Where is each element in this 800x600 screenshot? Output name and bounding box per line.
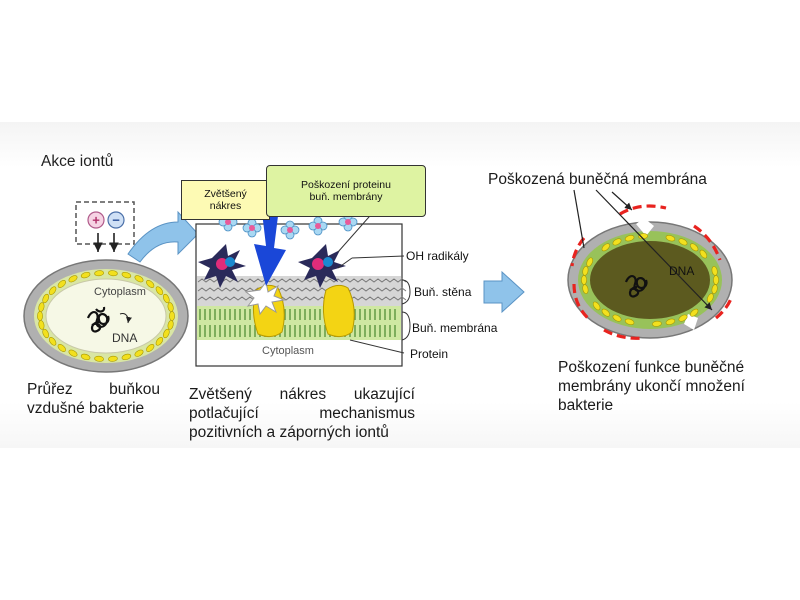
block-arrow-to-result [483,270,525,314]
granule [94,355,104,362]
left-caption-line1: Průřez buňkou [27,381,160,398]
granule [121,271,132,279]
svg-text:−: − [112,213,120,228]
granule [713,275,719,285]
granule [652,320,662,327]
granule [699,249,708,259]
middle-caption-line2: potlačující mechanismus [189,405,415,422]
damaged-dna-icon [624,275,648,298]
dna-pointer [119,313,132,324]
granule [601,243,610,252]
damage-burst-icon [244,280,286,316]
granule [678,314,688,322]
granule [68,275,78,283]
granule [167,320,174,330]
granule [134,349,144,357]
granule [57,280,66,288]
granule [37,311,43,321]
cell-membrane-band [197,306,401,340]
ion-down-arrows [93,233,119,252]
granule [592,301,601,311]
plus-ion-icon: + [87,211,105,229]
ion-cluster-icon [308,216,328,236]
granule [167,302,174,312]
granule [162,293,170,304]
granule [624,235,635,242]
granule [134,275,144,283]
granule [665,235,676,242]
middle-caption-line1: Zvětšený nákres ukazující [189,386,415,403]
granule [678,238,688,246]
granule [624,318,635,325]
cell-wall-label: Buň. stěna [414,285,472,299]
middle-cytoplasm-label: Cytoplasm [262,345,314,357]
granule [711,266,718,276]
granule [169,311,175,321]
granule [57,344,66,352]
enlarged-box-line2: nákres [209,200,242,212]
granule [690,243,699,252]
granule [601,308,610,317]
oh-radical-burst-right [298,244,346,288]
granule [612,314,622,322]
granule [586,257,594,267]
left-caption-line2: vzdušné bakterie [27,400,145,417]
granule [48,336,57,346]
left-cytoplasm-label: Cytoplasm [94,286,146,298]
protein-box-line1: Poškození proteinu [301,179,391,191]
granule [48,286,57,296]
granule [581,275,587,285]
right-dna-label: DNA [669,264,695,278]
damage-pointer-lines [573,189,713,311]
granule [146,280,155,288]
granule [68,349,78,357]
granule [155,336,164,346]
granule [582,266,589,276]
damaged-membrane-title: Poškozená buněčná membrána [488,171,707,188]
dna-icon [86,306,110,333]
oh-radicals-label: OH radikály [406,249,469,263]
granule [38,302,45,312]
granule [108,355,118,362]
damaged-membrane-granules [581,233,719,327]
granule [80,353,91,361]
right-caption-line3: bakterie [558,397,614,414]
granule [94,270,104,277]
cell-membrane-label: Buň. membrána [412,321,498,335]
granule [42,328,50,339]
granule [42,293,50,304]
ion-cluster-icon [242,218,262,238]
middle-caption-line3: pozitivních a záporných iontů [189,424,389,441]
minus-ion-icon: − [107,211,125,229]
granule [162,328,170,339]
granule [612,238,622,246]
granule [711,284,718,294]
right-caption-line1: Poškození funkce buněčné [558,359,745,376]
ion-cluster-icon [280,220,300,240]
granule [690,308,699,317]
cell-wall-band [197,276,407,306]
ion-action-title: Akce iontů [41,153,114,170]
protein-label: Protein [410,347,449,361]
granule [706,293,714,303]
ion-dashed-box [75,201,135,245]
granule [665,318,676,325]
damaged-bacterium-cell [567,218,733,339]
granule [121,353,132,361]
blue-down-arrow [254,212,286,286]
membrane-granules [37,270,175,362]
enlarged-box-line1: Zvětšený [204,188,247,200]
granule [108,270,118,277]
granule [155,286,164,296]
right-caption-line2: membrány ukončí množení [558,378,745,395]
granule [146,344,155,352]
granule [80,271,91,279]
svg-text:+: + [92,213,100,228]
oh-radical-burst-left [198,244,246,288]
protein-box-line2: buň. membrány [309,191,383,203]
left-dna-label: DNA [112,331,138,345]
